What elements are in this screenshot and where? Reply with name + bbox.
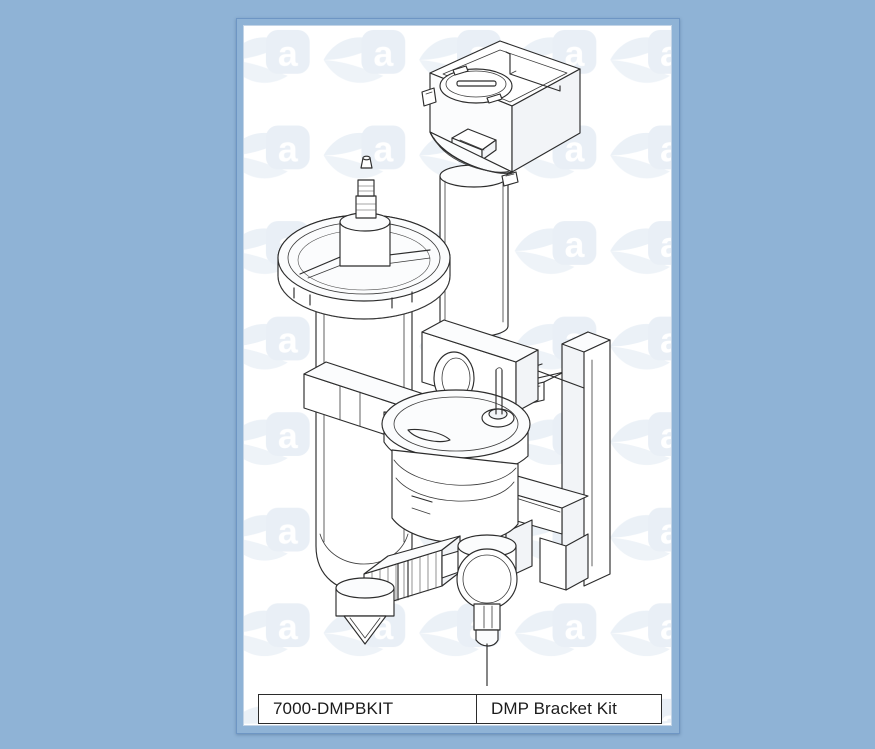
upper-cylinder [439,164,509,338]
bowl-valve-link [411,495,433,515]
technical-drawing [277,40,611,686]
valve-body [381,319,539,544]
part-number-cell: 7000-DMPBKIT [259,695,477,723]
handwheel [277,155,451,320]
caption-bar: 7000-DMPBKIT DMP Bracket Kit [258,694,662,724]
drain-fitting [335,577,395,645]
knurled-knob [363,535,477,611]
part-description-cell: DMP Bracket Kit [491,699,617,718]
gauge [456,534,518,686]
drawing-sheet: a [243,25,672,726]
actuator-housing [421,40,581,187]
